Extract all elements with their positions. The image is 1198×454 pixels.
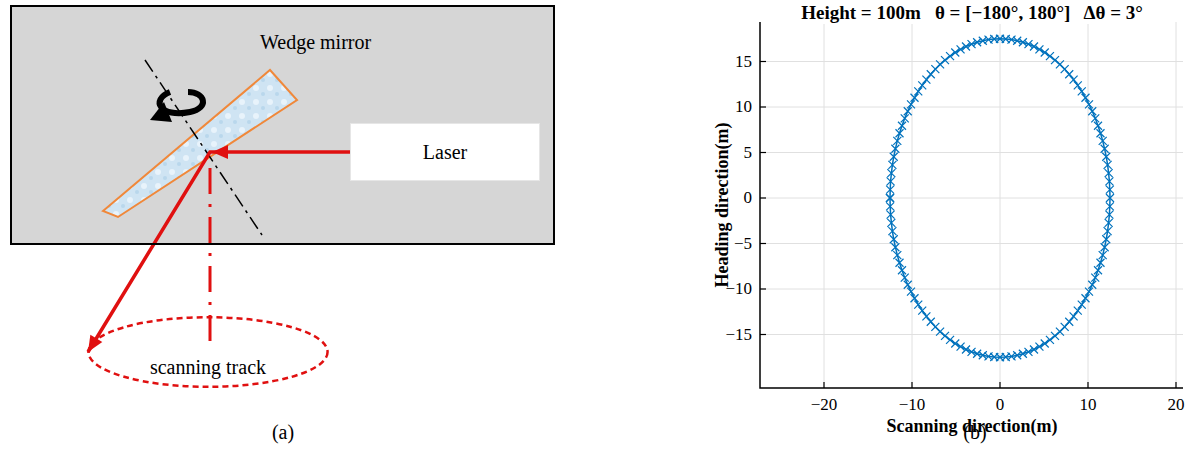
x-tick-label: −10 — [899, 395, 926, 415]
y-tick-label: 15 — [735, 52, 752, 72]
panel-ground — [11, 6, 554, 244]
y-tick-label: 10 — [735, 97, 752, 117]
x-tick-label: 10 — [1080, 395, 1097, 415]
box-label: Laser — [423, 141, 467, 164]
chart-axes — [760, 22, 1183, 388]
track-label: scanning track — [150, 356, 266, 379]
rotation-axis — [145, 60, 262, 235]
x-tick-label: 20 — [1168, 395, 1185, 415]
x-tick-label: 0 — [996, 395, 1005, 415]
y-axis-label: Heading direction(m) — [712, 122, 733, 287]
panel-title: Wedge mirror — [260, 31, 371, 54]
y-tick-label: −15 — [725, 325, 752, 345]
x-axis-label: Scanning direction(m) — [886, 416, 1057, 437]
chart-title: Height = 100m θ = [−180°, 180°] Δθ = 3° — [797, 2, 1147, 24]
wedge-mirror — [103, 70, 297, 217]
rotation-arrowhead — [150, 102, 172, 122]
scanning-track-ellipse: scanning track — [86, 315, 330, 389]
scan-chart — [760, 22, 1183, 388]
ellipse-line — [88, 317, 327, 387]
laser-box: Laser — [350, 123, 540, 181]
y-tick-label: 0 — [744, 188, 753, 208]
x-tick-label: −20 — [811, 395, 838, 415]
y-tick-label: −5 — [734, 234, 752, 254]
panel-letter: (a) — [272, 421, 294, 444]
vertical-axis — [209, 168, 212, 350]
y-tick-label: 5 — [744, 143, 753, 163]
laser-beam — [88, 145, 350, 352]
panel-box: Wedge mirrorLaser — [10, 5, 555, 245]
